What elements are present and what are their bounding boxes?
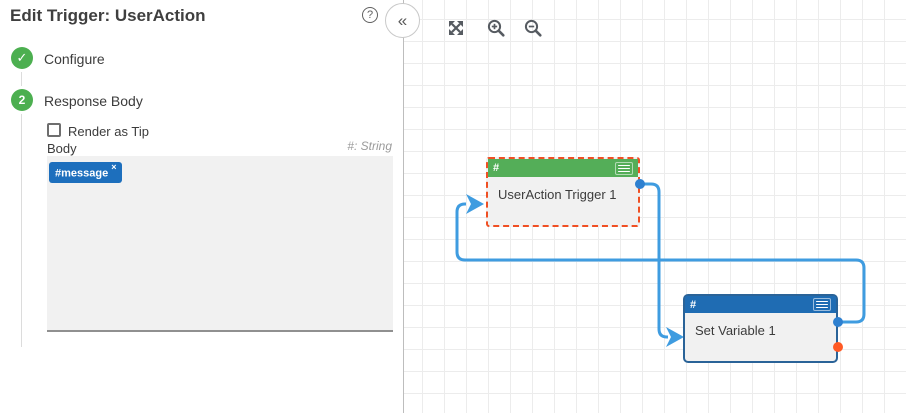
step-response-body-label: Response Body xyxy=(44,93,143,109)
body-type-hint: #: String xyxy=(347,139,392,153)
node-header: # xyxy=(685,296,836,313)
trigger-output-port[interactable] xyxy=(635,179,645,189)
fit-view-icon xyxy=(449,21,463,35)
zoom-out-button[interactable] xyxy=(523,19,543,39)
flow-canvas[interactable]: # UserAction Trigger 1 # Set Variable 1 xyxy=(404,0,906,413)
help-icon[interactable]: ? xyxy=(362,7,378,23)
edge-setvar-to-trigger[interactable] xyxy=(455,202,866,324)
node-menu-icon[interactable] xyxy=(813,298,831,311)
edge-arrowhead-setvar-input xyxy=(666,327,684,347)
chip-remove-icon[interactable]: × xyxy=(111,162,117,172)
render-as-tip-checkbox[interactable] xyxy=(47,123,61,137)
message-token-chip[interactable]: #message× xyxy=(49,162,123,183)
zoom-out-icon xyxy=(524,19,542,37)
fit-view-button[interactable] xyxy=(446,19,466,39)
zoom-in-icon xyxy=(487,19,505,37)
hash-label: # xyxy=(690,298,697,311)
step-complete-check-icon: ✓ xyxy=(11,47,33,69)
hash-label: # xyxy=(493,162,500,174)
render-as-tip-label: Render as Tip xyxy=(68,124,149,139)
page-title: Edit Trigger: UserAction xyxy=(10,6,206,25)
node-useraction-trigger[interactable]: # UserAction Trigger 1 xyxy=(486,157,640,227)
node-menu-icon[interactable] xyxy=(615,161,633,175)
chip-label: #message xyxy=(55,167,109,180)
setvar-error-port[interactable] xyxy=(833,342,843,352)
body-input[interactable]: #message× xyxy=(47,156,393,332)
edge-layer xyxy=(455,182,866,347)
node-label: Set Variable 1 xyxy=(695,323,776,338)
node-set-variable[interactable]: # Set Variable 1 xyxy=(683,294,838,363)
setvar-output-port[interactable] xyxy=(833,317,843,327)
step-number-badge: 2 xyxy=(11,89,33,111)
config-panel: Edit Trigger: UserAction ? ✓ Configure 2… xyxy=(0,0,403,413)
node-header: # xyxy=(488,159,638,177)
node-label: UserAction Trigger 1 xyxy=(498,187,617,202)
step-connector xyxy=(21,114,22,347)
edge-arrowhead-trigger-input xyxy=(466,194,484,214)
step-connector xyxy=(21,72,22,86)
body-field-label: Body xyxy=(47,141,77,156)
zoom-in-button[interactable] xyxy=(486,19,506,39)
panel-divider xyxy=(403,0,404,413)
step-configure-label: Configure xyxy=(44,51,105,67)
collapse-panel-button[interactable]: « xyxy=(385,3,420,38)
